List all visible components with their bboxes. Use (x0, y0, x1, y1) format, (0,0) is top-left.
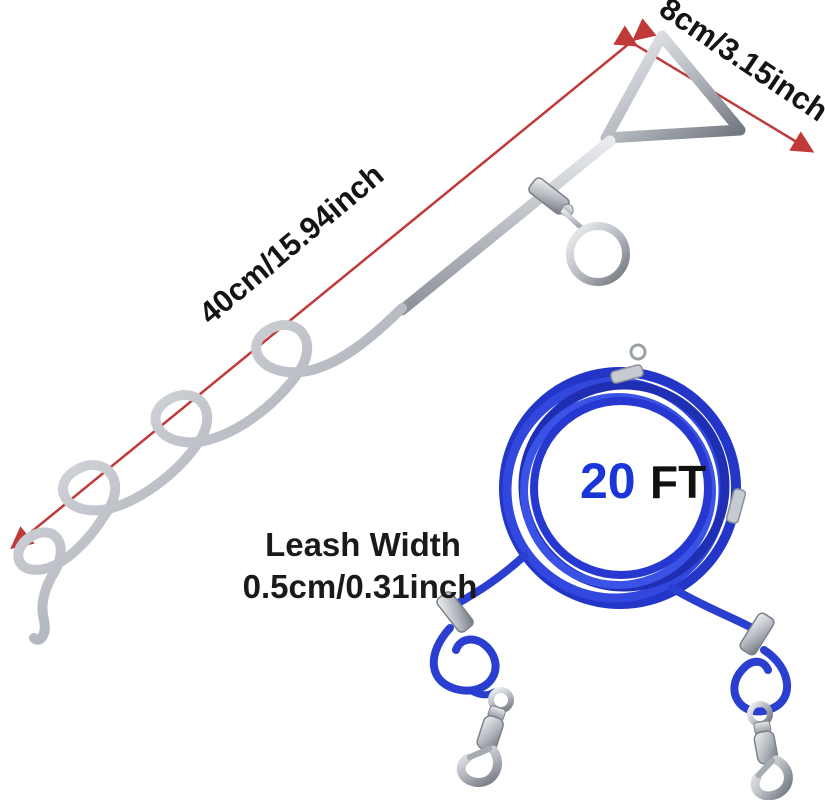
cable-tie-wrap-right (725, 488, 747, 524)
left-cable (456, 552, 528, 606)
leash-width-title: Leash Width (265, 526, 461, 563)
left-ferrule (436, 591, 474, 633)
left-cable-loop (429, 624, 500, 695)
spiral-stake (13, 30, 746, 645)
measurement-line-8cm (613, 25, 815, 153)
cable-tie-wrap-top (610, 364, 644, 384)
stake-ring (566, 222, 630, 286)
left-cable-end (429, 552, 528, 787)
stake-shaft (396, 135, 616, 316)
left-snap-hook (456, 687, 514, 787)
leash-width-value: 0.5cm/0.31inch (243, 568, 478, 605)
hook-curve (750, 755, 793, 800)
right-snap-hook (747, 701, 793, 800)
stake-handle (600, 30, 746, 144)
cable-length-value: 20 (580, 453, 636, 509)
stake-length-label: 40cm/15.94inch (192, 157, 390, 331)
right-cable-end (668, 584, 793, 800)
tie-out-cable: 20 FT (429, 343, 793, 800)
stake-spiral (13, 303, 407, 645)
hook-latch (466, 745, 493, 761)
twist-tie-loop (629, 343, 647, 361)
right-cable-loop (730, 646, 791, 716)
hook-latch (755, 757, 776, 779)
hook-curve (456, 745, 502, 787)
cable-coil-ring (530, 397, 712, 579)
cable-coil-ring (520, 393, 716, 589)
leash-width-label: Leash Width 0.5cm/0.31inch (243, 526, 478, 605)
cable-length-unit: FT (650, 456, 706, 508)
right-cable (668, 584, 756, 632)
right-ferrule (739, 612, 775, 656)
measurement-line-40cm (10, 18, 657, 550)
